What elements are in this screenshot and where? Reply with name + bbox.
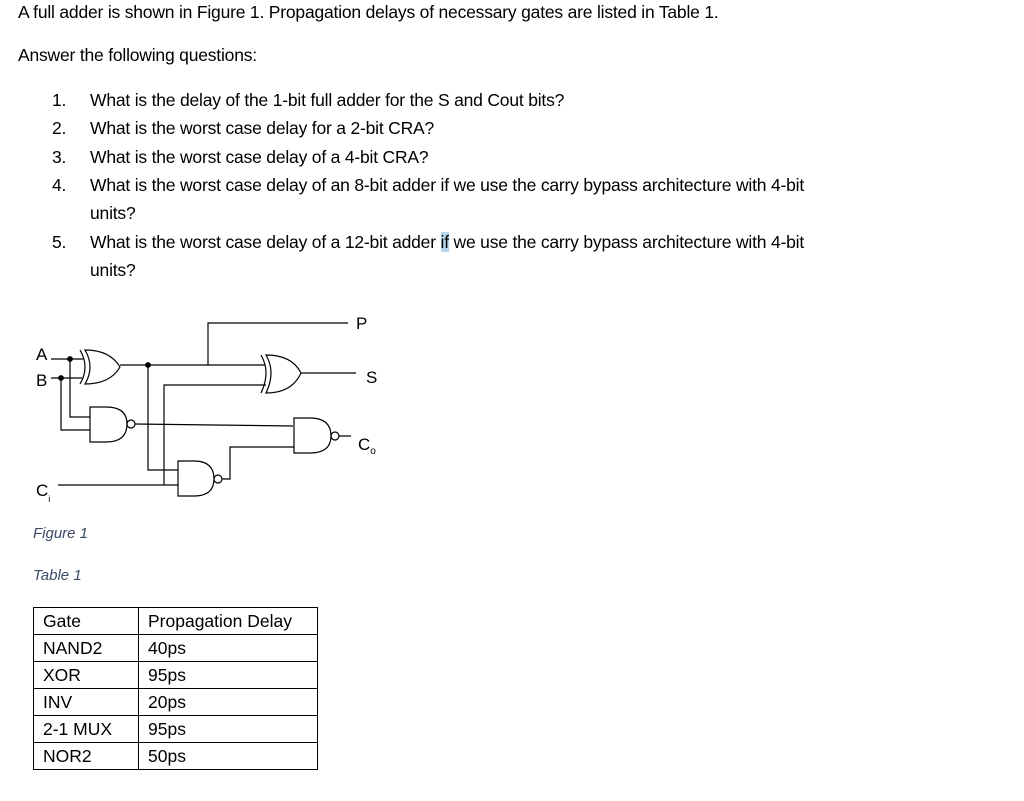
- wire-p-to-nand2: [147, 365, 178, 471]
- input-label-ci: Ci: [36, 481, 50, 504]
- table-cell-delay: 95ps: [138, 715, 318, 743]
- table-cell-gate: INV: [33, 688, 139, 716]
- table-cell-delay: 95ps: [138, 661, 318, 689]
- table-cell-gate: NOR2: [33, 742, 139, 770]
- xor-gate-2: [260, 354, 302, 394]
- table-cell-delay: 20ps: [138, 688, 318, 716]
- question-text-part: What is the worst case delay of a 12-bit…: [90, 232, 441, 252]
- full-adder-circuit-diagram: A B Ci P S Co: [36, 314, 377, 504]
- question-continuation: units?: [90, 203, 136, 223]
- nand-gate-1: [89, 406, 136, 443]
- wire-ci-to-xor2: [163, 384, 266, 485]
- question-text: What is the worst case delay of a 4-bit …: [90, 147, 429, 167]
- output-label-co: Co: [358, 435, 376, 457]
- output-label-s: S: [366, 368, 377, 387]
- text-selection-highlight[interactable]: if: [440, 232, 449, 252]
- wire-nand2-to-nand3: [222, 446, 294, 480]
- question-text: What is the worst case delay of a 12-bit…: [90, 232, 804, 253]
- table-row: 2-1 MUX 95ps: [33, 715, 318, 743]
- input-label-b: B: [36, 371, 47, 390]
- table-cell-delay: 40ps: [138, 634, 318, 662]
- table-header-gate: Gate: [33, 607, 139, 635]
- table-caption: Table 1: [33, 567, 82, 584]
- table-row: INV 20ps: [33, 688, 318, 716]
- table-row: NAND2 40ps: [33, 634, 318, 662]
- table-header-row: Gate Propagation Delay: [33, 607, 318, 635]
- question-number: 5.: [52, 232, 67, 252]
- table-header-delay: Propagation Delay: [138, 607, 318, 635]
- question-number: 1.: [52, 90, 67, 110]
- table-row: NOR2 50ps: [33, 742, 318, 770]
- wire-p-output: [207, 322, 348, 365]
- table-cell-delay: 50ps: [138, 742, 318, 770]
- table-cell-gate: 2-1 MUX: [33, 715, 139, 743]
- question-number: 3.: [52, 147, 67, 167]
- question-number: 2.: [52, 118, 67, 138]
- propagation-delay-table: Gate Propagation Delay NAND2 40ps XOR 95…: [33, 607, 318, 770]
- table-row: XOR 95ps: [33, 661, 318, 689]
- output-label-p: P: [356, 314, 367, 333]
- wire-a-to-nand1: [69, 359, 90, 418]
- question-text: What is the worst case delay of an 8-bit…: [90, 175, 804, 195]
- table-cell-gate: XOR: [33, 661, 139, 689]
- question-number: 4.: [52, 175, 67, 195]
- question-text-part: we use the carry bypass architecture wit…: [448, 232, 805, 252]
- nand-gate-3: [293, 417, 340, 454]
- figure-caption: Figure 1: [33, 525, 89, 542]
- wire-b-to-nand1: [60, 378, 90, 431]
- table-cell-gate: NAND2: [33, 634, 139, 662]
- xor-gate-1: [79, 349, 121, 385]
- nand-gate-2: [177, 460, 223, 497]
- input-label-a: A: [36, 345, 48, 364]
- question-continuation: units?: [90, 260, 136, 280]
- intro-paragraph: A full adder is shown in Figure 1. Propa…: [18, 2, 719, 22]
- questions-prompt: Answer the following questions:: [18, 45, 257, 65]
- question-text: What is the worst case delay for a 2-bit…: [90, 118, 435, 138]
- wire-nand1-to-nand3: [134, 423, 294, 427]
- question-text: What is the delay of the 1-bit full adde…: [90, 90, 565, 110]
